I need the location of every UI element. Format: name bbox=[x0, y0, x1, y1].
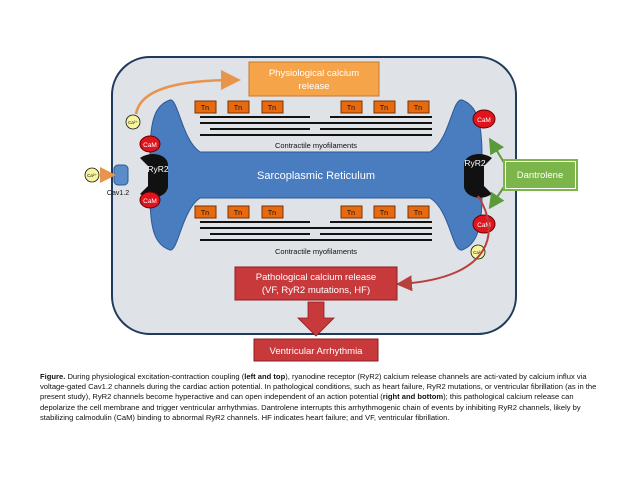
ca-label: Ca²⁺ bbox=[128, 120, 138, 125]
sr-label: Sarcoplasmic Reticulum bbox=[257, 170, 375, 182]
caption-text-2: ), ryanodine receptor (RyR2) calcium rel… bbox=[40, 372, 597, 402]
tn-box bbox=[340, 100, 363, 114]
ca-ion-physio bbox=[125, 114, 141, 130]
tn-box bbox=[407, 100, 430, 114]
myofilaments-bottom-label: Contractile myofilaments bbox=[275, 247, 357, 256]
arrhythmia-box bbox=[253, 338, 379, 362]
tn-label: Tn bbox=[380, 105, 388, 112]
myofilaments-top-lines bbox=[200, 116, 432, 136]
tn-box bbox=[340, 205, 363, 219]
ryr2-right-channel bbox=[464, 154, 492, 198]
cam-left-top bbox=[139, 135, 161, 153]
cam-right-top bbox=[472, 109, 496, 129]
caption-text-1: During physiological excitation-contract… bbox=[65, 372, 245, 381]
arrhythmia-label: Ventricular Arrhythmia bbox=[270, 346, 364, 357]
figure-caption: Figure. During physiological excitation-… bbox=[40, 372, 600, 423]
tn-label: Tn bbox=[234, 105, 242, 112]
tn-label: Tn bbox=[234, 210, 242, 217]
patho-release-box bbox=[234, 266, 398, 301]
myofilaments-top-label: Contractile myofilaments bbox=[275, 141, 357, 150]
ryr2-left-label: RyR2 bbox=[147, 164, 169, 174]
ryr2-right-label: RyR2 bbox=[464, 158, 486, 168]
cam-label: CaM bbox=[477, 117, 491, 124]
cav12-label: Cav1.2 bbox=[107, 190, 129, 197]
caption-figure-label: Figure. bbox=[40, 372, 66, 381]
physio-release-arrow bbox=[134, 70, 241, 115]
tn-label: Tn bbox=[414, 105, 422, 112]
tn-box bbox=[227, 100, 250, 114]
patho-release-arrow bbox=[396, 195, 490, 292]
tn-box bbox=[373, 205, 396, 219]
tn-box bbox=[373, 100, 396, 114]
physio-release-box bbox=[248, 61, 380, 97]
tn-label: Tn bbox=[268, 105, 276, 112]
arrhythmia-arrow bbox=[297, 301, 335, 337]
tn-group-top: Tn Tn Tn Tn Tn Tn bbox=[194, 100, 430, 114]
caption-bold-right-bottom: right and bottom bbox=[382, 392, 444, 402]
tn-label: Tn bbox=[380, 210, 388, 217]
tn-label: Tn bbox=[414, 210, 422, 217]
tn-box bbox=[227, 205, 250, 219]
ryr2-left-channel bbox=[140, 154, 168, 198]
physio-release-line2: release bbox=[298, 81, 329, 92]
tn-box bbox=[194, 100, 217, 114]
tn-group-bottom: Tn Tn Tn Tn Tn Tn bbox=[194, 205, 430, 219]
cav12-channel bbox=[113, 164, 129, 186]
physio-release-line1: Physiological calcium bbox=[269, 68, 359, 79]
tn-label: Tn bbox=[347, 105, 355, 112]
myofilaments-bottom-lines bbox=[200, 221, 432, 241]
tn-box bbox=[261, 205, 284, 219]
ca-label: Ca²⁺ bbox=[473, 250, 483, 255]
dantrolene-label: Dantrolene bbox=[517, 170, 563, 181]
dantrolene-box-fill bbox=[506, 162, 575, 188]
tn-label: Tn bbox=[347, 210, 355, 217]
cam-label: CaM bbox=[143, 198, 157, 205]
ca-label: Ca²⁺ bbox=[87, 173, 97, 178]
tn-box bbox=[407, 205, 430, 219]
cam-left-bottom bbox=[139, 191, 161, 209]
caption-text-3: ); this pathological calcium release can… bbox=[40, 392, 581, 422]
patho-release-line1: Pathological calcium release bbox=[256, 272, 376, 283]
patho-release-line2: (VF, RyR2 mutations, HF) bbox=[262, 285, 370, 296]
tn-label: Tn bbox=[268, 210, 276, 217]
cam-label: CaM bbox=[477, 222, 491, 229]
ca-ion-outside bbox=[84, 167, 100, 183]
caption-bold-left-top: left and top bbox=[244, 372, 286, 381]
tn-label: Tn bbox=[201, 105, 209, 112]
ca-ion-patho bbox=[470, 244, 486, 260]
tn-box bbox=[194, 205, 217, 219]
tn-box bbox=[261, 100, 284, 114]
tn-label: Tn bbox=[201, 210, 209, 217]
cam-label: CaM bbox=[143, 142, 157, 149]
